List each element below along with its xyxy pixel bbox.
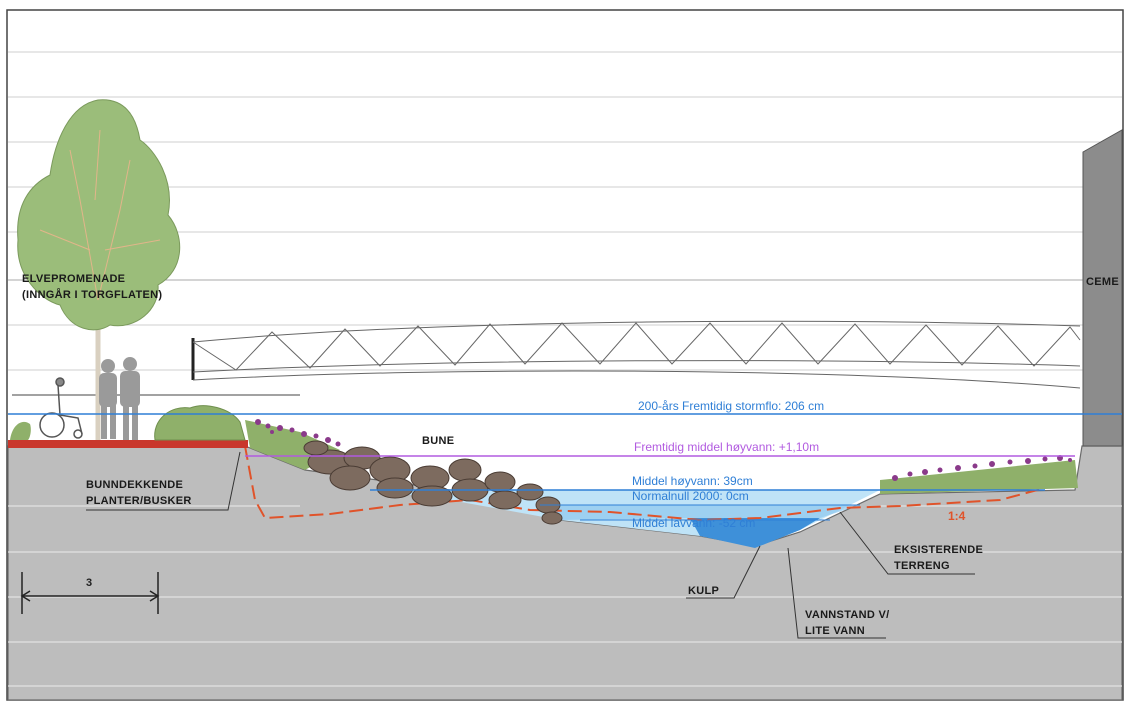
label-slope: 1:4 bbox=[948, 509, 966, 523]
birch-tree bbox=[17, 99, 181, 440]
right-grass-slope bbox=[880, 460, 1078, 494]
level-label-middel-lav: Middel lavvann: -52 cm bbox=[632, 516, 755, 530]
level-label-stormflo: 200-års Fremtidig stormflo: 206 cm bbox=[638, 399, 824, 413]
label-planter-1: BUNNDEKKENDE bbox=[86, 479, 183, 491]
level-label-normalnull: Normalnull 2000: 0cm bbox=[632, 489, 749, 503]
promenade-surface bbox=[8, 440, 248, 448]
building bbox=[1082, 129, 1123, 447]
scale-bar bbox=[20, 572, 160, 614]
shrub-left bbox=[10, 421, 31, 440]
leader-eksist bbox=[839, 511, 975, 575]
label-kulp: KULP bbox=[688, 585, 719, 597]
level-label-middel-hoy: Middel høyvann: 39cm bbox=[632, 474, 753, 488]
flowers-left bbox=[255, 419, 341, 447]
water-deep bbox=[690, 518, 820, 548]
label-vannstand-2: LITE VANN bbox=[805, 625, 865, 637]
label-promenade-1: ELVEPROMENADE bbox=[22, 273, 125, 285]
pedestrians-silhouette bbox=[99, 357, 140, 440]
building-label: CEME bbox=[1086, 276, 1119, 288]
bridge-truss bbox=[191, 320, 1081, 389]
existing-terrain-line bbox=[244, 445, 1076, 522]
label-vannstand-1: VANNSTAND V/ bbox=[805, 609, 889, 621]
level-label-fremtidig: Fremtidig middel høyvann: +1,10m bbox=[634, 440, 819, 454]
label-eksist-1: EKSISTERENDE bbox=[894, 544, 983, 556]
wheelchair-user bbox=[39, 377, 83, 439]
label-promenade-2: (INNGÅR I TORGFLATEN) bbox=[22, 288, 162, 301]
leader-kulp bbox=[686, 545, 761, 599]
label-eksist-2: TERRENG bbox=[894, 560, 950, 572]
label-bune: BUNE bbox=[422, 435, 454, 447]
scale-bar-label: 3 bbox=[86, 577, 92, 589]
ground-gridlines bbox=[8, 505, 1122, 687]
label-planter-2: PLANTER/BUSKER bbox=[86, 495, 192, 507]
reference-gridlines bbox=[8, 51, 1122, 371]
leader-planter bbox=[86, 451, 241, 511]
leader-vannstand bbox=[787, 547, 886, 639]
